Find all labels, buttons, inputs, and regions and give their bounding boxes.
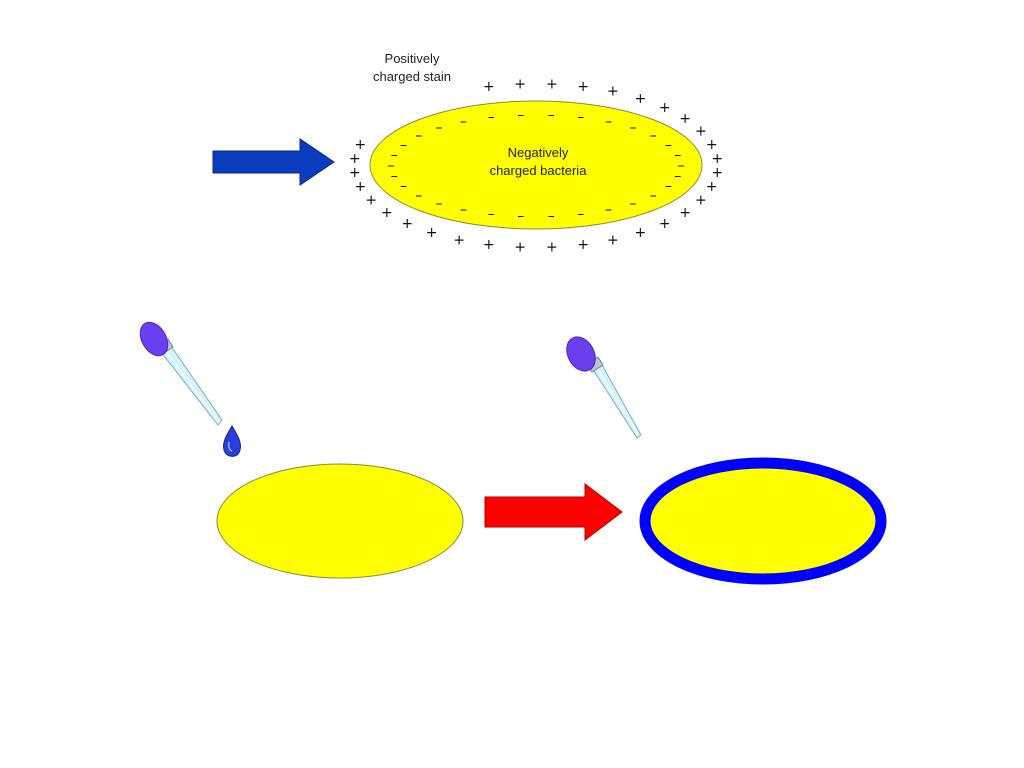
positive-charge: + xyxy=(349,151,361,167)
negative-charge: – xyxy=(548,107,555,123)
stain-drop-icon xyxy=(223,425,241,457)
positive-charge: + xyxy=(401,216,413,232)
negative-charge: – xyxy=(577,110,584,126)
negative-charge: – xyxy=(577,207,584,223)
negative-charge: – xyxy=(436,196,443,212)
bacteria-label-line2: charged bacteria xyxy=(490,163,588,178)
negative-charge: – xyxy=(674,169,681,185)
positive-charge: + xyxy=(711,151,723,167)
positive-charge: + xyxy=(354,137,366,153)
negative-charge: – xyxy=(460,114,467,130)
negative-charges: –––––––––––––––––––––––––––––– xyxy=(388,107,685,224)
dropper-bulb xyxy=(139,321,169,357)
negative-charge: – xyxy=(678,158,685,174)
positive-charge: + xyxy=(659,216,671,232)
positive-charge: + xyxy=(514,240,526,256)
negative-charge: – xyxy=(605,202,612,218)
negative-charge: – xyxy=(605,114,612,130)
positive-charge: + xyxy=(426,225,438,241)
positive-charges: +++++++++++++++++++++++++++++++ xyxy=(349,76,723,255)
stain-label-line2: charged stain xyxy=(373,69,451,84)
negative-charge: – xyxy=(488,207,495,223)
negative-charge: – xyxy=(415,128,422,144)
positive-charge: + xyxy=(483,79,495,95)
positive-charge: + xyxy=(706,179,718,195)
positive-charge: + xyxy=(577,79,589,95)
negative-charge: – xyxy=(650,188,657,204)
positive-charge: + xyxy=(514,76,526,92)
dropper-icon xyxy=(139,321,223,426)
positive-charge: + xyxy=(483,237,495,253)
negative-charge: – xyxy=(630,120,637,136)
positive-charge: + xyxy=(695,123,707,139)
positive-charge: + xyxy=(635,225,647,241)
positive-charge: + xyxy=(349,165,361,181)
dropper-icon xyxy=(566,336,642,439)
after-staining xyxy=(566,336,887,585)
negative-charge: – xyxy=(460,202,467,218)
positive-charge: + xyxy=(679,111,691,127)
dropper-bulb xyxy=(566,336,596,372)
negative-charge: – xyxy=(548,209,555,225)
blue-pointer-arrow xyxy=(212,138,335,186)
negative-charge: – xyxy=(391,147,398,163)
charge-diagram: Positively charged stain Negatively char… xyxy=(212,51,723,256)
positive-charge: + xyxy=(577,237,589,253)
charged-bacterium xyxy=(369,100,703,230)
negative-charge: – xyxy=(415,188,422,204)
positive-charge: + xyxy=(607,232,619,248)
red-process-arrow xyxy=(484,482,623,542)
bacteria-label-line1: Negatively xyxy=(508,145,569,160)
negative-charge: – xyxy=(517,209,524,225)
positive-charge: + xyxy=(659,100,671,116)
negative-charge: – xyxy=(674,147,681,163)
positive-charge: + xyxy=(679,205,691,221)
positive-charge: + xyxy=(607,84,619,100)
positive-charge: + xyxy=(706,137,718,153)
positive-charge: + xyxy=(546,76,558,92)
negative-charge: – xyxy=(650,128,657,144)
stained-bacterium xyxy=(639,457,887,585)
positive-charge: + xyxy=(365,193,377,209)
unstained-bacterium xyxy=(216,463,464,579)
positive-charge: + xyxy=(711,165,723,181)
negative-charge: – xyxy=(665,137,672,153)
negative-charge: – xyxy=(665,179,672,195)
negative-charge: – xyxy=(400,137,407,153)
negative-charge: – xyxy=(400,179,407,195)
negative-charge: – xyxy=(488,110,495,126)
negative-charge: – xyxy=(391,169,398,185)
before-staining xyxy=(139,321,464,579)
negative-charge: – xyxy=(517,107,524,123)
positive-charge: + xyxy=(381,205,393,221)
positive-charge: + xyxy=(546,240,558,256)
negative-charge: – xyxy=(436,120,443,136)
positive-charge: + xyxy=(453,232,465,248)
stain-label-line1: Positively xyxy=(385,51,440,66)
positive-charge: + xyxy=(635,91,647,107)
negative-charge: – xyxy=(630,196,637,212)
positive-charge: + xyxy=(695,193,707,209)
positive-charge: + xyxy=(354,179,366,195)
negative-charge: – xyxy=(388,158,395,174)
